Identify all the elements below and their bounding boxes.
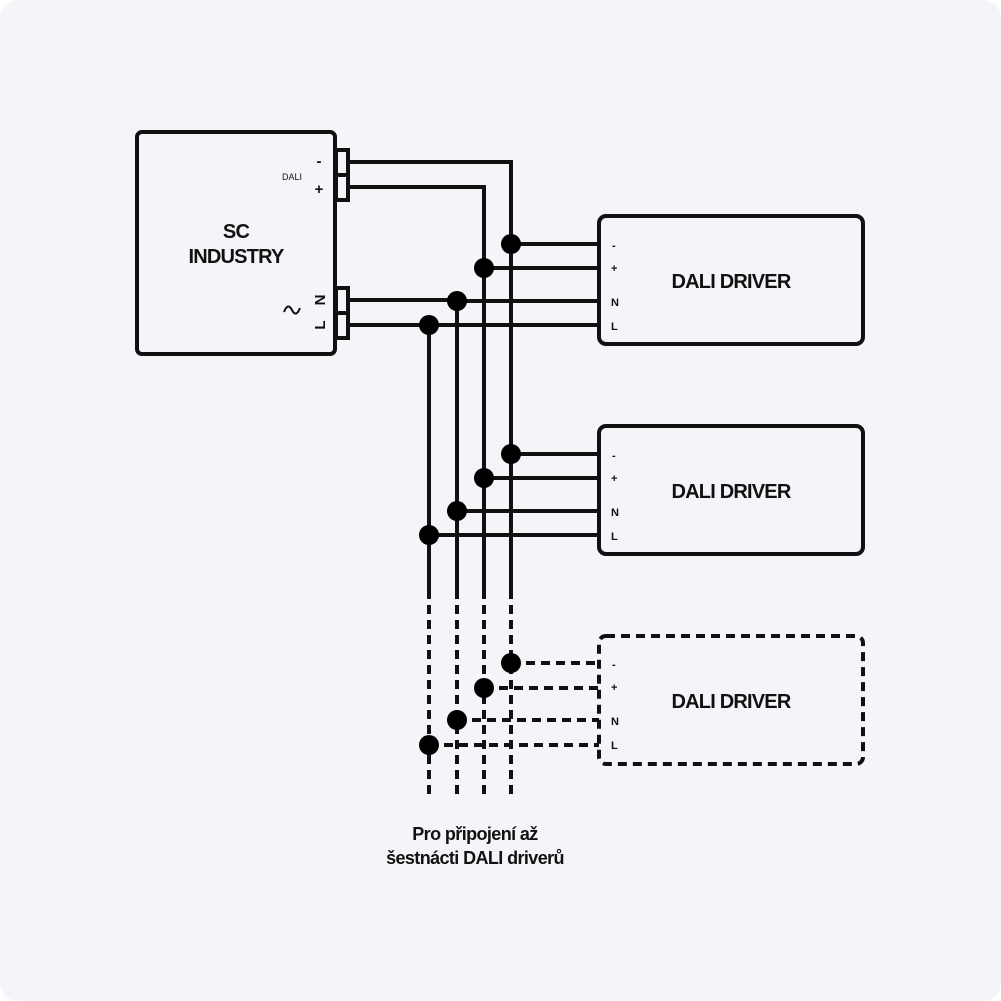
terminal-dali-plus: [334, 173, 350, 202]
terminal-mains-n: [334, 286, 350, 315]
driver-2-pin-minus: -: [612, 450, 616, 462]
mains-l-label: L: [312, 320, 329, 329]
junction-dot: [419, 735, 439, 755]
controller-title-1: SC: [223, 221, 250, 243]
dali-driver-2-box: [597, 424, 865, 556]
note-line-1: Pro připojení až: [412, 824, 538, 844]
driver-1-pin-plus: +: [611, 263, 617, 275]
driver-2-pin-l: L: [611, 531, 618, 543]
wire-dali-plus: [348, 185, 486, 590]
junction-dot: [419, 315, 439, 335]
driver-3-pin-n: N: [611, 716, 619, 728]
wire-mains-l: [348, 323, 431, 590]
driver-3-pin-plus: +: [611, 682, 617, 694]
ac-symbol-icon: [283, 305, 301, 315]
wire-mains-n: [348, 298, 459, 590]
junction-dot: [501, 444, 521, 464]
driver-1-pin-n: N: [611, 297, 619, 309]
terminal-mains-l: [334, 311, 350, 340]
dali-label: DALI: [282, 172, 302, 182]
driver-1-pin-l: L: [611, 321, 618, 333]
sc-industry-box: [135, 130, 337, 356]
terminal-dali-minus: [334, 148, 350, 177]
dali-driver-3-label: DALI DRIVER: [672, 691, 792, 713]
junction-dot: [474, 258, 494, 278]
junction-dot: [419, 525, 439, 545]
driver-3-pin-l: L: [611, 740, 618, 752]
controller-title-2: INDUSTRY: [188, 246, 285, 268]
dali-driver-2-label: DALI DRIVER: [672, 481, 792, 503]
dali-driver-1-label: DALI DRIVER: [672, 271, 792, 293]
junction-dot: [501, 234, 521, 254]
driver-2-pin-n: N: [611, 507, 619, 519]
junction-dot: [474, 678, 494, 698]
junction-dot: [447, 291, 467, 311]
junction-dot: [474, 468, 494, 488]
mains-n-label: N: [312, 295, 329, 306]
dali-plus-label: +: [315, 181, 324, 198]
dali-driver-1-box: [597, 214, 865, 346]
junction-dot: [501, 653, 521, 673]
driver-1-pin-minus: -: [612, 240, 616, 252]
junction-dot: [447, 501, 467, 521]
note-line-2: šestnácti DALI driverů: [386, 848, 564, 868]
dali-minus-label: -: [317, 153, 322, 170]
junction-dot: [447, 710, 467, 730]
dali-driver-3-box: [597, 634, 865, 766]
driver-2-pin-plus: +: [611, 473, 617, 485]
driver-3-pin-minus: -: [612, 659, 616, 671]
